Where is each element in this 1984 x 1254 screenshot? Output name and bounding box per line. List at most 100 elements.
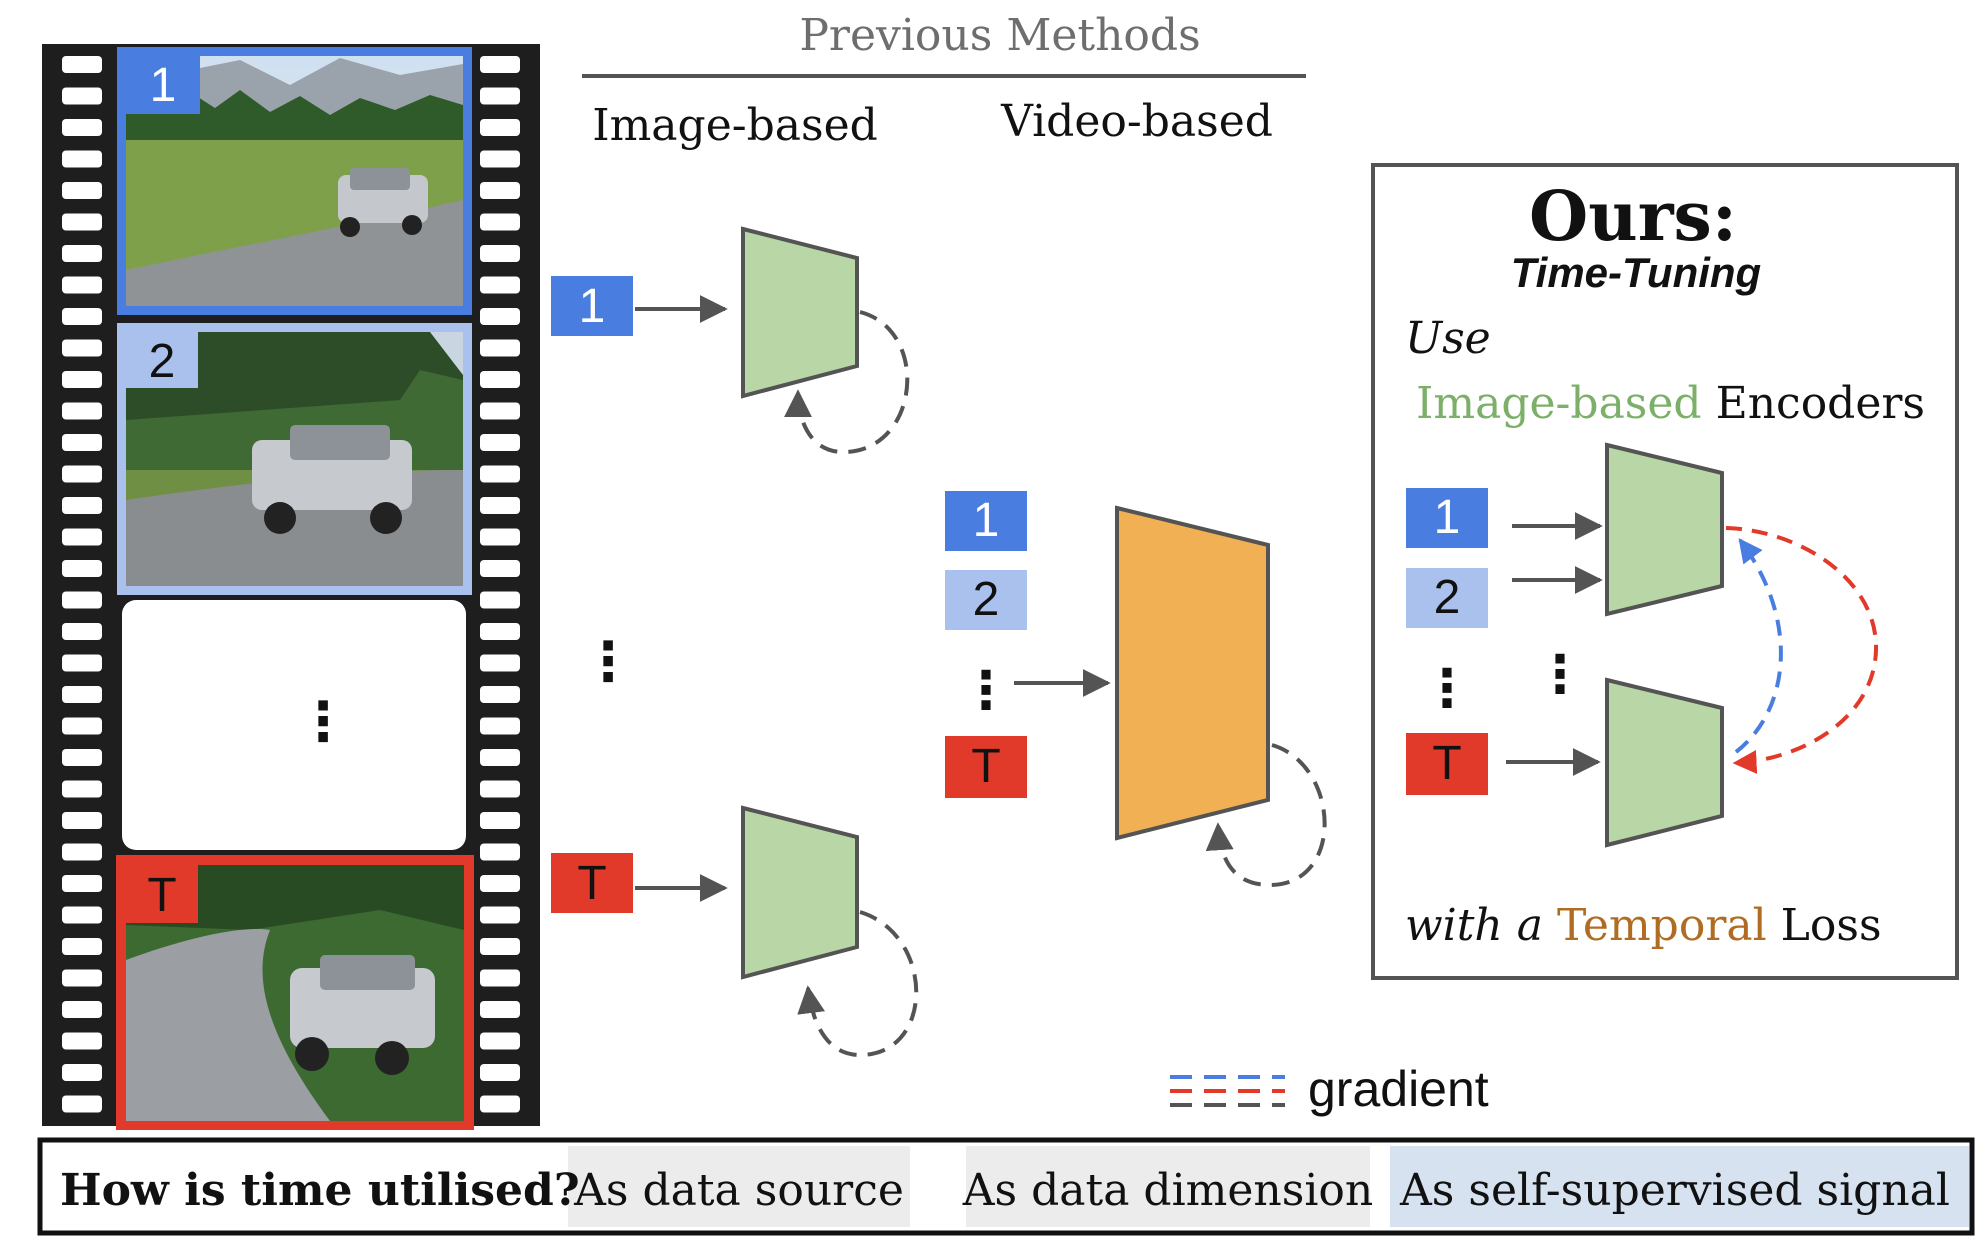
bottom-cell-data-source bbox=[568, 1146, 910, 1227]
sprocket-hole bbox=[480, 654, 520, 672]
video-based-column: 1 2 ⋮ T bbox=[945, 491, 1327, 888]
frame-t-label: T bbox=[147, 869, 176, 922]
ours-input-t-label: T bbox=[1432, 737, 1461, 790]
gradient-legend: gradient bbox=[1170, 1061, 1489, 1117]
sprocket-hole bbox=[62, 686, 102, 703]
red-gradient-arrow-icon bbox=[1725, 526, 1879, 774]
ours-subtitle: Time-Tuning bbox=[1511, 249, 1761, 296]
blue-gradient-arrow-icon bbox=[1734, 538, 1783, 754]
sprocket-hole bbox=[62, 654, 102, 672]
sprocket-hole bbox=[62, 1032, 102, 1050]
ours-image-based-text: Image-based bbox=[1416, 378, 1702, 429]
sprocket-hole bbox=[480, 780, 520, 798]
sprocket-hole bbox=[480, 560, 520, 577]
sprocket-hole bbox=[62, 339, 102, 357]
ours-input-2 bbox=[1406, 568, 1488, 628]
sprocket-hole bbox=[62, 371, 102, 388]
sprocket-hole bbox=[480, 213, 520, 231]
self-loop-arrow-icon bbox=[784, 310, 910, 455]
dashed-lines-icon bbox=[1170, 1075, 1285, 1107]
film-sprockets bbox=[62, 56, 520, 1113]
sprocket-hole bbox=[62, 276, 102, 294]
ours-ellipsis-left: ⋮ bbox=[1421, 660, 1473, 718]
sprocket-hole bbox=[480, 371, 520, 388]
sprocket-hole bbox=[62, 434, 102, 451]
sprocket-hole bbox=[480, 623, 520, 640]
sprocket-hole bbox=[62, 87, 102, 105]
frame-1: 1 bbox=[117, 47, 472, 315]
ours-ellipsis-mid: ⋮ bbox=[1534, 646, 1586, 704]
video-based-input-1-label: 1 bbox=[973, 494, 1000, 547]
sprocket-hole bbox=[480, 875, 520, 892]
car-icon bbox=[290, 955, 435, 1075]
sprocket-hole bbox=[62, 591, 102, 609]
sprocket-hole bbox=[480, 276, 520, 294]
sprocket-hole bbox=[480, 497, 520, 514]
sprocket-hole bbox=[480, 969, 520, 987]
ours-input-2-label: 2 bbox=[1434, 571, 1461, 624]
ours-input-1 bbox=[1406, 488, 1488, 548]
ours-use-text: Use bbox=[1405, 313, 1491, 364]
sprocket-hole bbox=[62, 119, 102, 136]
video-based-heading: Video-based bbox=[1000, 96, 1273, 147]
sprocket-hole bbox=[62, 465, 102, 483]
self-loop-arrow-icon bbox=[1205, 743, 1327, 888]
image-based-input-t-label: T bbox=[577, 857, 606, 910]
sprocket-hole bbox=[62, 528, 102, 546]
video-based-input-t bbox=[945, 736, 1027, 798]
bottom-bar-cell-3: As self-supervised signal bbox=[1399, 1165, 1950, 1216]
video-based-input-t-label: T bbox=[971, 740, 1000, 793]
frame-t-photo bbox=[126, 865, 464, 1121]
ours-encoder-top bbox=[1605, 442, 1724, 617]
sprocket-hole bbox=[62, 969, 102, 987]
film-strip: 1 2 ⋮ bbox=[42, 44, 540, 1130]
video-based-input-2 bbox=[945, 570, 1027, 630]
sprocket-hole bbox=[480, 1001, 520, 1018]
sprocket-hole bbox=[62, 623, 102, 640]
self-loop-arrow-icon bbox=[797, 910, 919, 1058]
sprocket-hole bbox=[480, 182, 520, 199]
bottom-bar-cell-1: As data source bbox=[573, 1165, 904, 1216]
filmstrip-ellipsis: ⋮ bbox=[296, 692, 350, 752]
sprocket-hole bbox=[480, 308, 520, 325]
sprocket-hole bbox=[62, 402, 102, 420]
image-encoder-top bbox=[741, 226, 859, 399]
sprocket-hole bbox=[480, 717, 520, 735]
bottom-cell-data-dimension bbox=[966, 1146, 1370, 1227]
sprocket-hole bbox=[480, 339, 520, 357]
sprocket-hole bbox=[62, 1064, 102, 1081]
sprocket-hole bbox=[480, 938, 520, 955]
image-based-input-t bbox=[551, 853, 633, 913]
ours-encoder-bottom bbox=[1605, 677, 1724, 848]
sprocket-hole bbox=[480, 686, 520, 703]
sprocket-hole bbox=[480, 843, 520, 861]
car-icon bbox=[338, 168, 428, 237]
sprocket-hole bbox=[480, 465, 520, 483]
ours-with-a-text: with a bbox=[1405, 900, 1543, 951]
sprocket-hole bbox=[62, 150, 102, 168]
previous-methods-title: Previous Methods bbox=[799, 10, 1200, 61]
sprocket-hole bbox=[480, 528, 520, 546]
ours-encoders-text: Encoders bbox=[1716, 378, 1925, 429]
sprocket-hole bbox=[480, 591, 520, 609]
sprocket-hole bbox=[480, 812, 520, 829]
sprocket-hole bbox=[480, 119, 520, 136]
sprocket-hole bbox=[62, 1095, 102, 1113]
frame-2: 2 bbox=[117, 323, 472, 595]
sprocket-hole bbox=[62, 938, 102, 955]
frame-2-photo bbox=[126, 332, 463, 586]
bottom-cell-self-supervised bbox=[1390, 1146, 1969, 1227]
sprocket-hole bbox=[62, 717, 102, 735]
ours-input-1-label: 1 bbox=[1434, 491, 1461, 544]
sprocket-hole bbox=[62, 497, 102, 514]
sprocket-hole bbox=[62, 812, 102, 829]
bottom-bar-cell-2: As data dimension bbox=[962, 1165, 1373, 1216]
image-encoder-bottom bbox=[741, 805, 859, 980]
sprocket-hole bbox=[480, 434, 520, 451]
sprocket-hole bbox=[62, 1001, 102, 1018]
sprocket-hole bbox=[62, 843, 102, 861]
gradient-legend-label: gradient bbox=[1308, 1061, 1489, 1117]
sprocket-hole bbox=[62, 749, 102, 766]
